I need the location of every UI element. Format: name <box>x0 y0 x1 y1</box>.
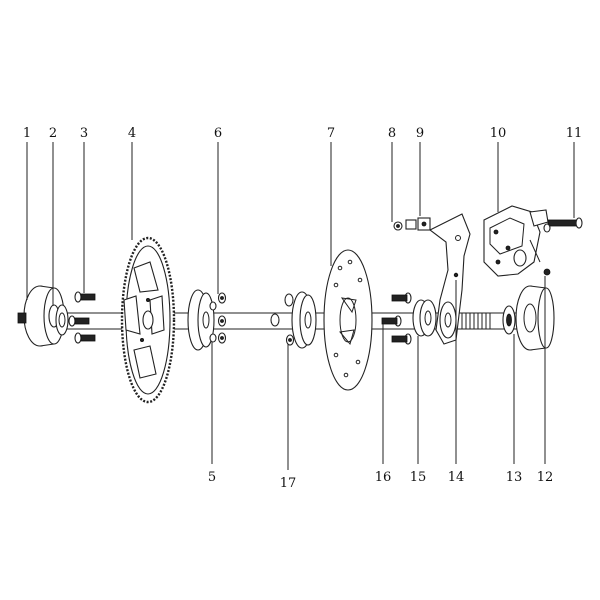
part-15-bearing <box>412 299 437 337</box>
part-8-bolt <box>393 221 403 231</box>
part-3-bolts <box>68 291 96 344</box>
callout-14: 14 <box>448 470 465 485</box>
callout-15: 15 <box>410 470 427 485</box>
part-13-right-hub <box>502 285 555 351</box>
callout-labels: 1 2 3 4 6 7 8 9 10 11 5 17 16 15 14 13 1… <box>23 126 582 491</box>
part-12-nut <box>543 268 551 276</box>
callout-12: 12 <box>537 470 554 485</box>
callout-17: 17 <box>280 476 297 491</box>
callout-7: 7 <box>327 126 335 141</box>
part-7-brake-disc <box>323 249 373 391</box>
callout-3: 3 <box>80 126 88 141</box>
callout-4: 4 <box>128 126 136 141</box>
part-10-brake-caliper <box>483 205 549 277</box>
part-4-sprocket <box>120 236 176 404</box>
callout-1: 1 <box>23 126 31 141</box>
callout-13: 13 <box>506 470 523 485</box>
part-11-bolt <box>543 217 583 233</box>
disc-carrier <box>291 291 317 349</box>
axle-thread <box>461 312 491 330</box>
part-6-nuts <box>217 292 227 344</box>
callout-10: 10 <box>490 126 507 141</box>
axle-collar-nuts <box>270 293 294 327</box>
callout-16: 16 <box>375 470 392 485</box>
part-17-nut <box>285 334 295 346</box>
callout-6: 6 <box>214 126 222 141</box>
part-2-washer <box>55 304 69 336</box>
callout-2: 2 <box>49 126 57 141</box>
part-5-washers <box>209 301 217 343</box>
part-9-spacer-bolt <box>405 217 431 231</box>
callout-5: 5 <box>208 470 216 485</box>
callout-8: 8 <box>388 126 396 141</box>
callout-11: 11 <box>566 126 583 141</box>
part-16-bolts <box>381 292 412 345</box>
leader-lines <box>26 142 575 470</box>
callout-9: 9 <box>416 126 424 141</box>
